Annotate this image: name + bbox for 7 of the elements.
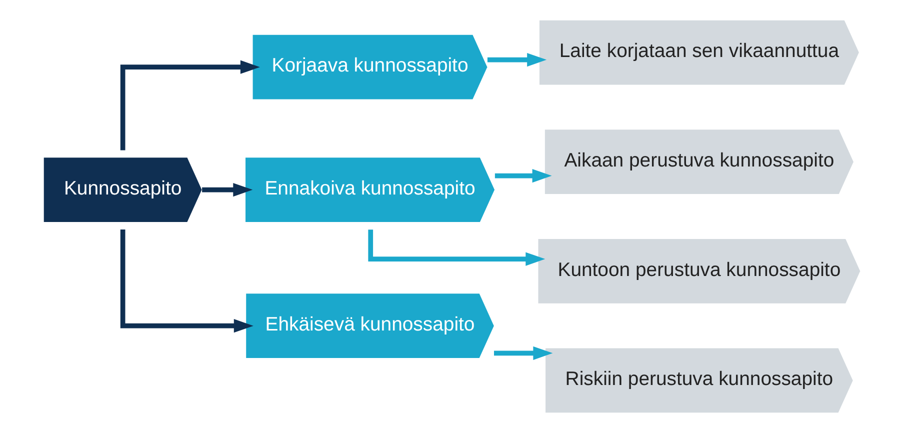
arrow [120,60,260,150]
arrow [202,182,253,197]
arrow [368,230,546,266]
arrow [487,52,547,67]
arrow [494,168,552,183]
arrow [120,230,254,333]
arrow [494,346,553,360]
